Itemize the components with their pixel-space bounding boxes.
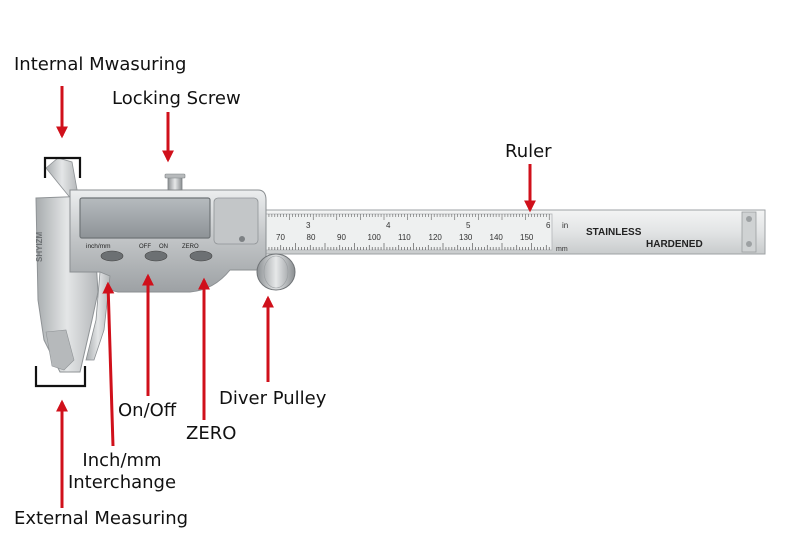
locking-screw[interactable] xyxy=(164,173,186,191)
brand-mark: SHYIZM xyxy=(35,231,44,262)
ruler-beam: 70 80 90 100 110 120 130 140 150 3 4 5 6 in mm STAI… xyxy=(254,209,766,255)
inch-scale-label: 5 xyxy=(466,221,471,230)
on-off-button[interactable] xyxy=(144,250,168,262)
inch-scale: 3 4 5 6 xyxy=(306,221,551,230)
label-inch-mm-line2: Interchange xyxy=(67,471,177,493)
mm-scale-label: 110 xyxy=(398,233,411,242)
inch-mm-button[interactable] xyxy=(100,250,124,262)
label-external-measuring: External Measuring xyxy=(14,508,189,529)
btn-label-inch-mm: inch/mm xyxy=(86,243,111,250)
inch-scale-label: 4 xyxy=(386,221,391,230)
btn-label-off: OFF xyxy=(139,244,151,250)
callout-arrows xyxy=(56,86,536,508)
mm-scale-label: 130 xyxy=(459,233,473,242)
mm-scale-label: 90 xyxy=(337,233,346,242)
unit-in-label: in xyxy=(562,221,568,230)
lcd-display xyxy=(79,197,211,239)
mm-scale: 70 80 90 100 110 120 130 140 150 xyxy=(276,233,534,242)
zero-button[interactable] xyxy=(189,250,213,262)
ruler-stainless-text: STAINLESS xyxy=(586,227,642,238)
internal-bracket xyxy=(43,156,82,178)
mm-scale-label: 120 xyxy=(429,233,443,242)
btn-label-zero: ZERO xyxy=(182,244,199,250)
label-inch-mm-line1: Inch/mm xyxy=(82,450,162,471)
label-on-off: On/Off xyxy=(118,400,177,421)
label-zero: ZERO xyxy=(186,423,237,444)
ruler-hardened-text: HARDENED xyxy=(646,239,703,250)
inch-scale-label: 6 xyxy=(546,221,551,230)
label-ruler: Ruler xyxy=(505,141,552,162)
mm-scale-label: 80 xyxy=(307,233,316,242)
arrow-inch-mm xyxy=(102,281,115,447)
label-locking-screw: Locking Screw xyxy=(112,88,241,109)
ruler-ticks xyxy=(265,214,550,250)
mm-scale-label: 100 xyxy=(368,233,382,242)
inch-scale-label: 3 xyxy=(306,221,311,230)
mm-scale-label: 150 xyxy=(520,233,534,242)
label-diver-pulley: Diver Pulley xyxy=(219,388,327,409)
external-bracket xyxy=(34,366,87,388)
btn-label-on: ON xyxy=(159,244,168,250)
unit-mm-label: mm xyxy=(556,246,568,253)
mm-scale-label: 70 xyxy=(276,233,285,242)
label-internal-measuring: Internal Mwasuring xyxy=(14,54,187,75)
label-inch-mm-interchange: Inch/mm Interchange xyxy=(64,450,180,493)
mm-scale-label: 140 xyxy=(490,233,504,242)
drive-pulley-wheel[interactable] xyxy=(256,253,296,291)
